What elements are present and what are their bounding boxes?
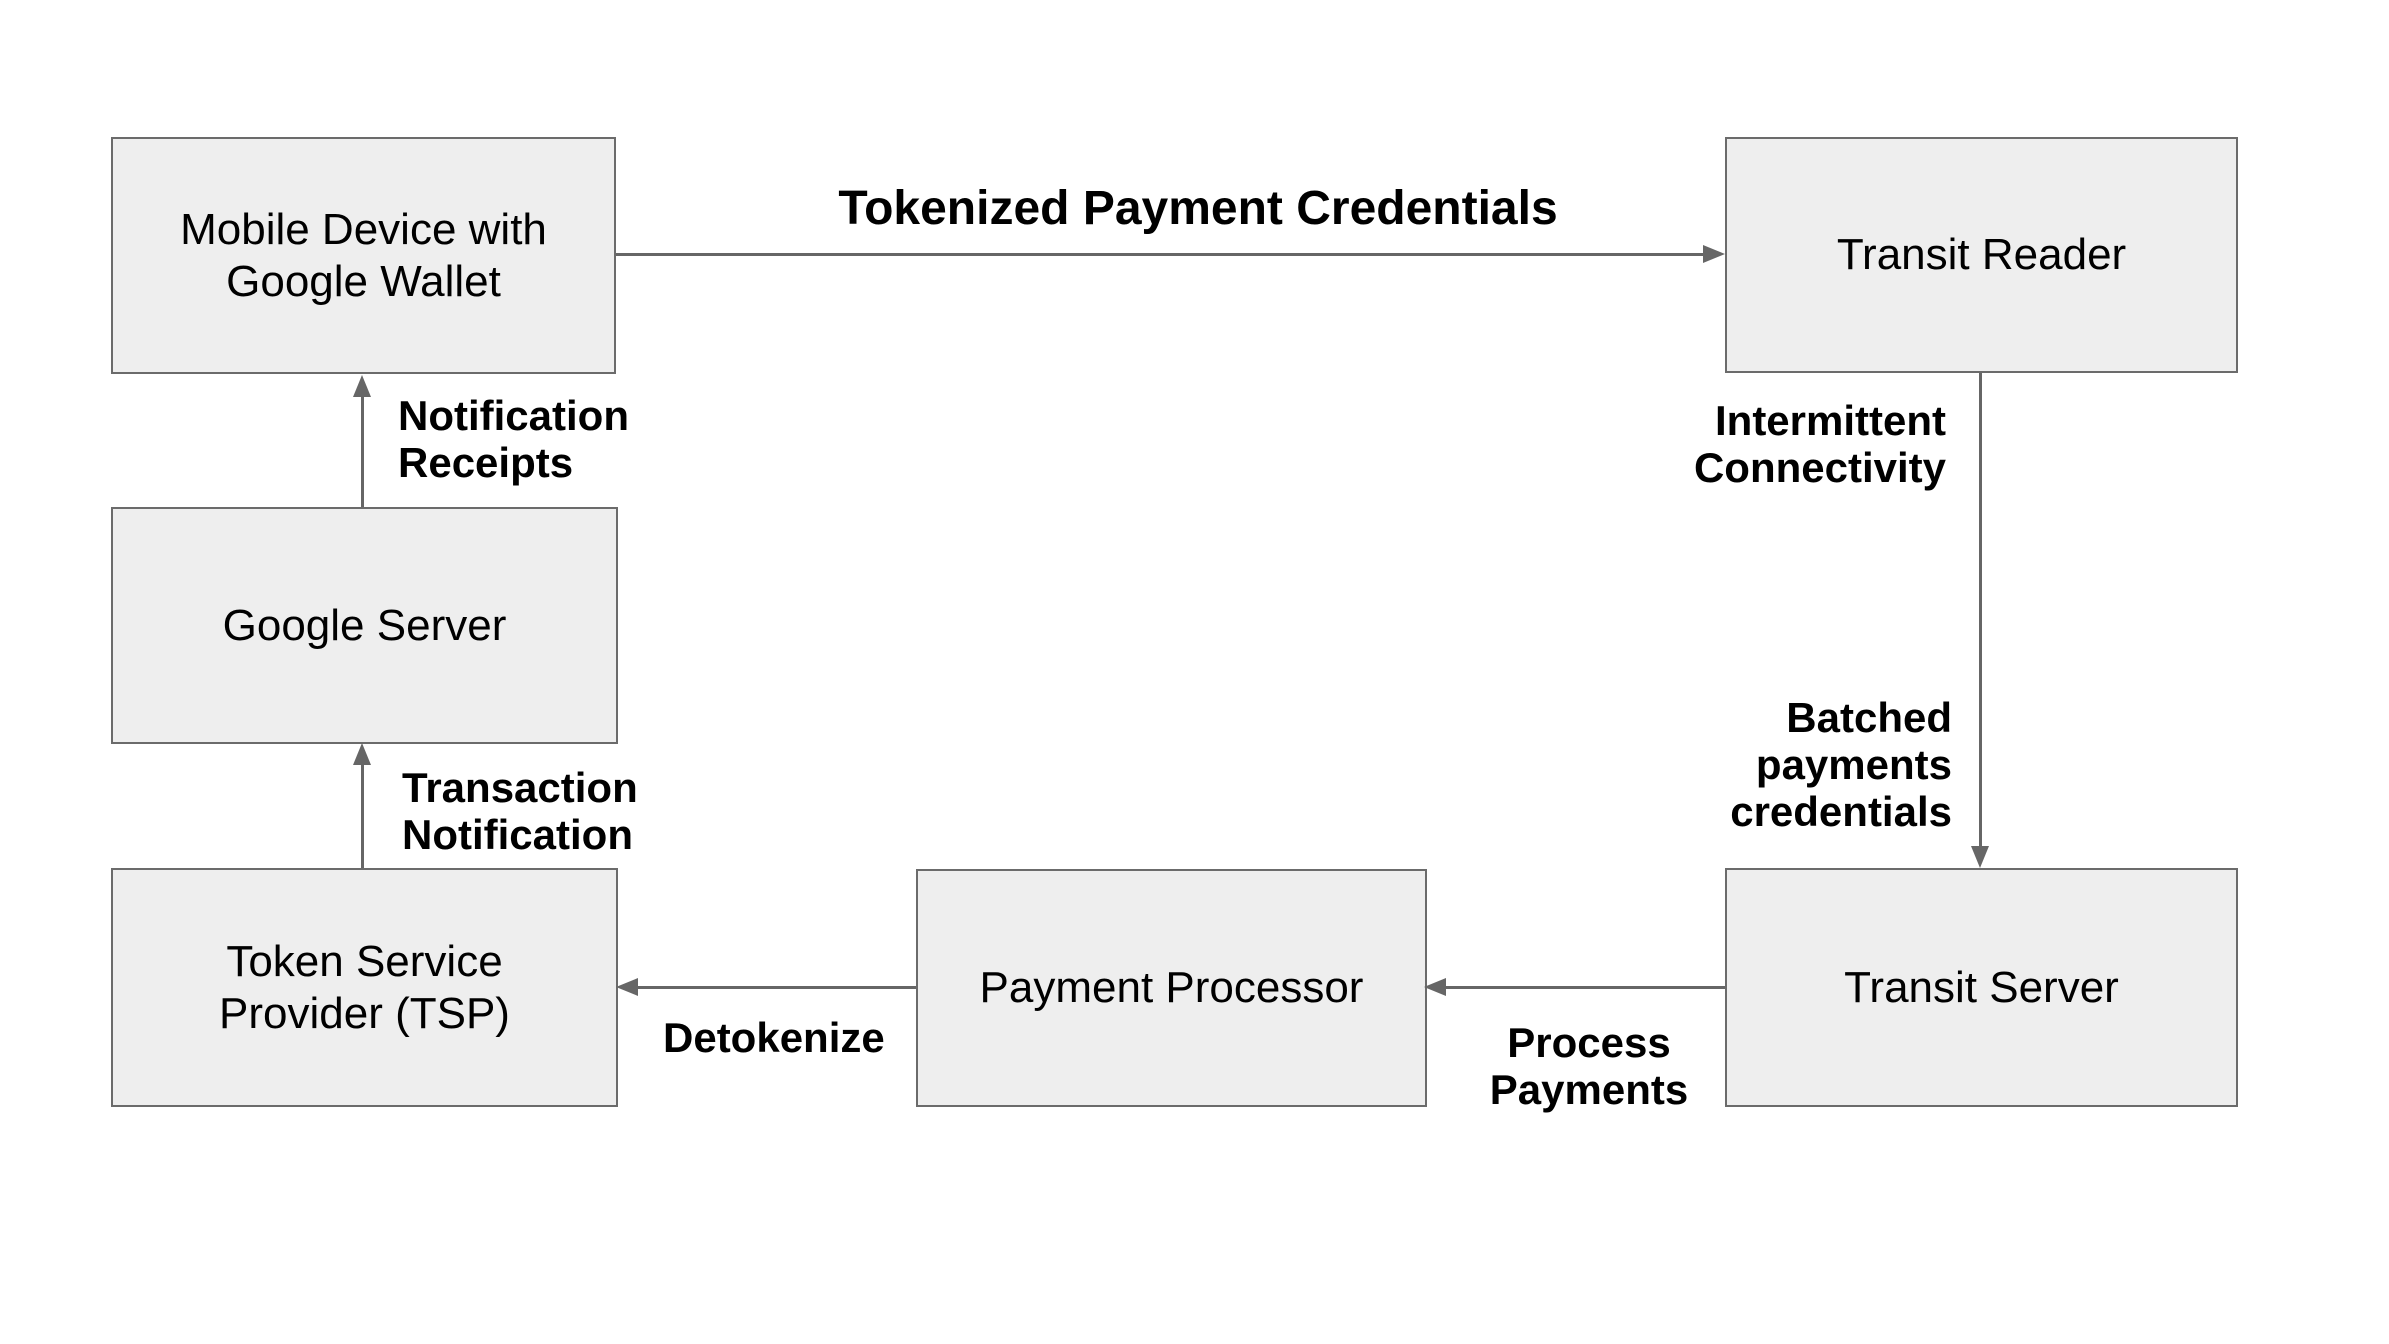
arrowhead-right-icon [1703,245,1725,263]
node-label: Payment Processor [979,963,1364,1012]
node-mobile-device-google-wallet: Mobile Device with Google Wallet [111,137,616,374]
node-label: Transit Server [1844,962,2119,1012]
edge-label-transaction-notification: Transaction Notification [402,764,638,858]
arrow-notification-receipts-shaft [361,395,364,507]
arrowhead-up-icon [353,375,371,397]
node-label: Mobile Device with Google Wallet [180,204,547,306]
node-token-service-provider: Token Service Provider (TSP) [111,868,618,1107]
arrow-transaction-notification-shaft [361,763,364,868]
node-transit-reader: Transit Reader [1725,137,2238,373]
edge-label-process-payments: Process Payments [1489,1019,1689,1113]
node-label: Transit Reader [1836,230,2127,279]
edge-label-batched-payments-credentials: Batched payments credentials [1730,694,1952,835]
arrow-batched-credentials-shaft [1979,373,1982,848]
edge-label-intermittent-connectivity: Intermittent Connectivity [1693,397,1946,491]
arrowhead-up-icon [353,743,371,765]
node-transit-server: Transit Server [1725,868,2238,1107]
node-label: Google Server [222,600,507,650]
arrow-process-payments-shaft [1446,986,1725,989]
arrow-detokenize-shaft [638,986,916,989]
arrow-tokenized-credentials-shaft [616,253,1705,256]
edge-label-detokenize: Detokenize [663,1014,885,1061]
edge-label-tokenized-payment-credentials: Tokenized Payment Credentials [838,182,1558,235]
arrowhead-left-icon [1424,978,1446,996]
edge-label-notification-receipts: Notification Receipts [398,392,629,486]
node-payment-processor: Payment Processor [916,869,1427,1107]
arrowhead-down-icon [1971,846,1989,868]
arrowhead-left-icon [616,978,638,996]
node-label: Token Service Provider (TSP) [219,936,510,1038]
node-google-server: Google Server [111,507,618,744]
